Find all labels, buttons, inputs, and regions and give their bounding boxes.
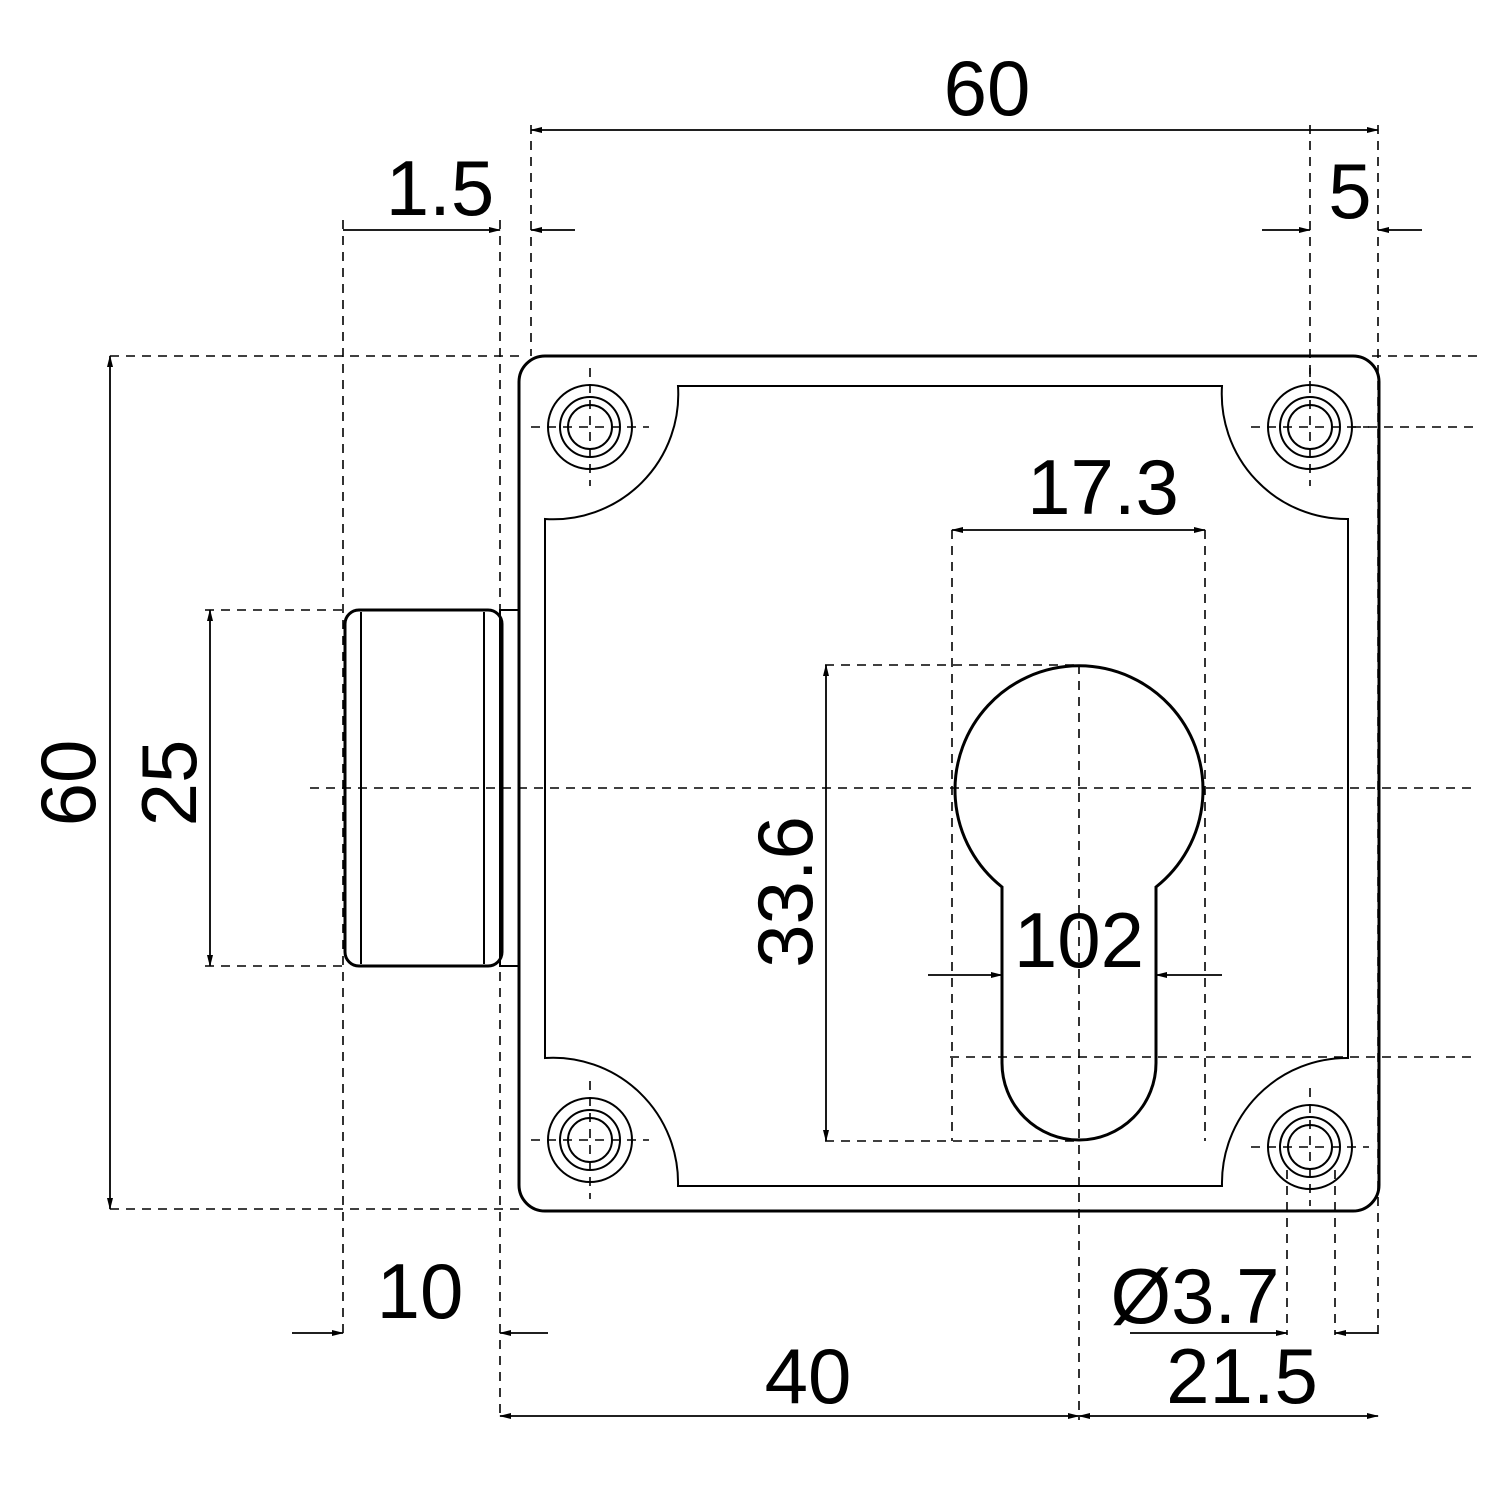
dim-label-bolt-height: 25 <box>125 740 213 827</box>
dim-label-backset: 40 <box>765 1332 852 1420</box>
dim-label-edge-offset: 21.5 <box>1166 1332 1318 1420</box>
dim-label-overall-width: 60 <box>944 44 1031 132</box>
lock-body <box>517 354 1381 1213</box>
cylinder-keyhole <box>953 664 1205 1142</box>
screw-hole-top-left <box>531 368 649 486</box>
dimension-labels: 60 1.5 5 60 25 17.3 33.6 102 10 Ø3.7 40 … <box>24 44 1372 1420</box>
dimension-lines <box>107 127 1422 1419</box>
screw-hole-bottom-left <box>531 1081 649 1199</box>
dim-label-bolt-projection: 10 <box>377 1247 464 1335</box>
dim-label-hole-inset: 5 <box>1328 147 1371 235</box>
dim-label-cylinder-hole-height: 33.6 <box>741 816 829 968</box>
dim-label-cylinder-hole-width: 17.3 <box>1027 443 1179 531</box>
inner-panel <box>544 385 1349 1187</box>
extension-lines <box>110 125 1478 1420</box>
dim-label-plate-thickness: 1.5 <box>386 144 494 232</box>
dim-label-screw-hole-diameter: Ø3.7 <box>1110 1252 1279 1340</box>
dim-label-bolt-width: 102 <box>1014 896 1144 984</box>
screw-hole-bottom-right <box>1251 1088 1369 1206</box>
screw-hole-top-right <box>1251 368 1369 486</box>
dim-label-overall-height: 60 <box>24 740 112 827</box>
outer-plate <box>517 354 1381 1213</box>
